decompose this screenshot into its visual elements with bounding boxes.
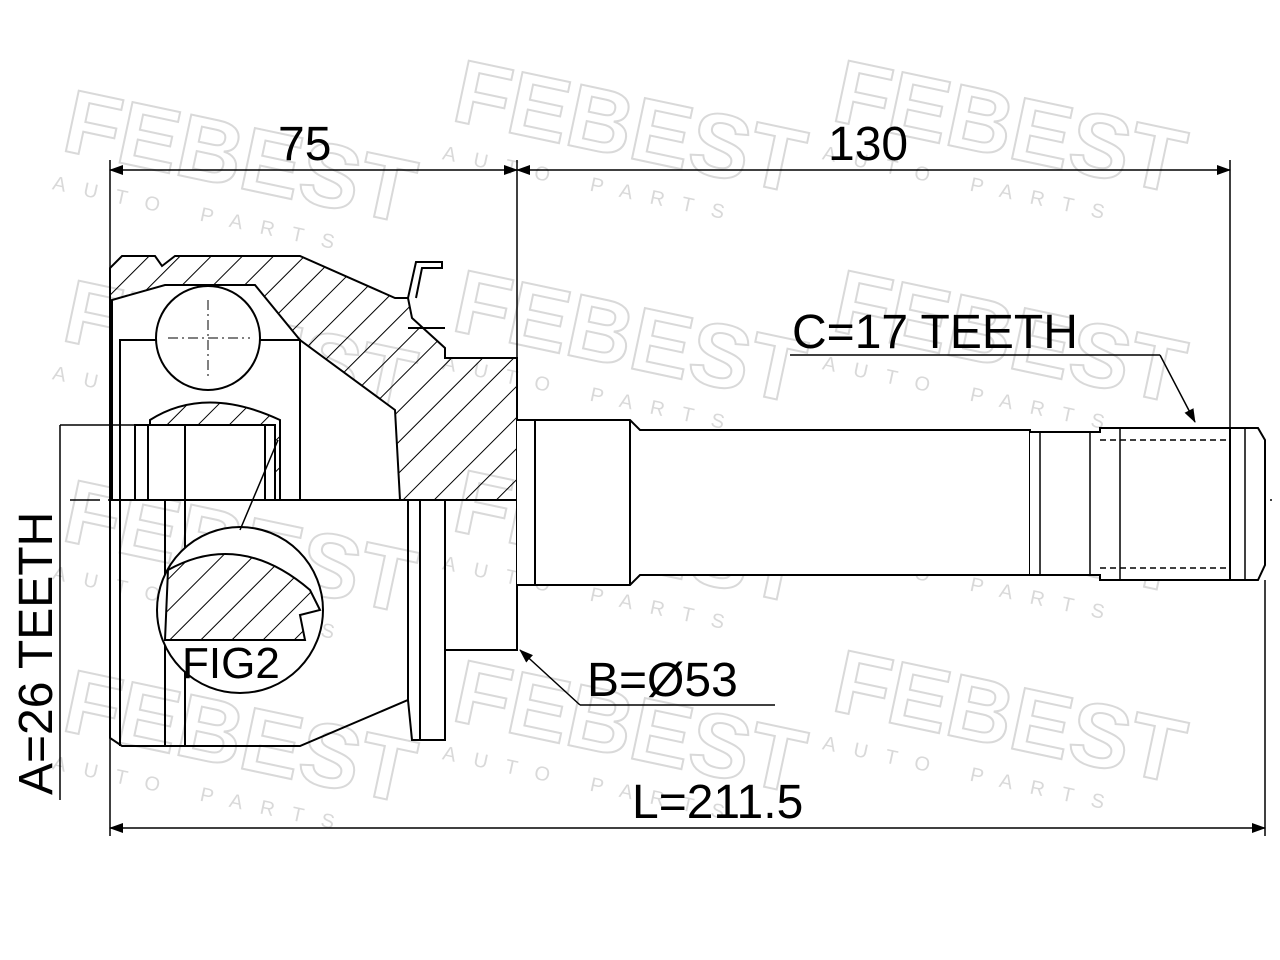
spline-c-label: C=17 TEETH bbox=[792, 306, 1078, 359]
dimension-130-label: 130 bbox=[828, 118, 908, 171]
diameter-b-label: B=Ø53 bbox=[587, 654, 738, 707]
dimension-lines bbox=[59, 160, 1266, 836]
length-l-label: L=211.5 bbox=[632, 776, 803, 829]
inner-race bbox=[119, 339, 301, 501]
fig2-label: FIG2 bbox=[182, 639, 280, 688]
stub-shaft bbox=[517, 419, 1031, 586]
dimension-75-label: 75 bbox=[278, 118, 331, 171]
spline-a-label: A=26 TEETH bbox=[10, 512, 63, 795]
fig2-detail: FIG2 bbox=[156, 439, 324, 694]
splined-end bbox=[1030, 427, 1266, 581]
